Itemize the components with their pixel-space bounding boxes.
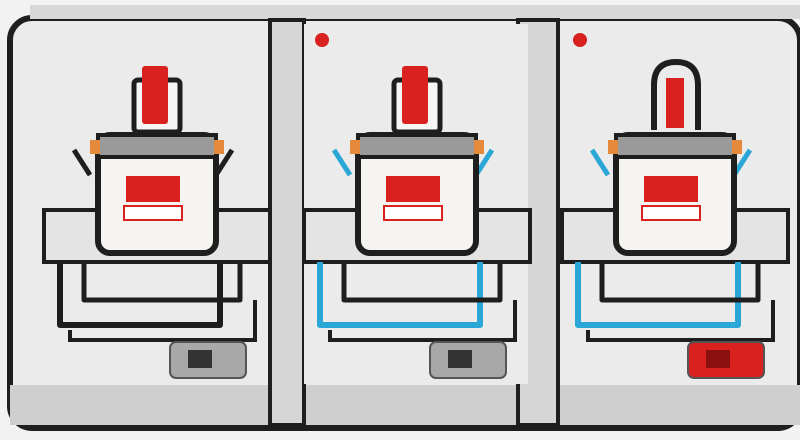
- bottle-clip-right: [732, 140, 742, 154]
- divider-1: [268, 18, 306, 427]
- hose-base: [586, 300, 775, 342]
- indicator-light-icon: [315, 33, 329, 47]
- label-strip: [641, 205, 701, 221]
- label-red-block: [644, 176, 698, 202]
- hose-left-arm: [331, 148, 353, 177]
- hose-middle: [599, 262, 761, 303]
- bottle-collar: [614, 133, 736, 159]
- floor-strip: [10, 385, 800, 425]
- battery-terminal: [448, 350, 472, 368]
- bottle-clip-left: [608, 140, 618, 154]
- bottle-collar: [356, 133, 478, 159]
- hose-left-arm: [71, 148, 93, 177]
- label-red-block: [126, 176, 180, 202]
- hose-lower: [575, 262, 741, 328]
- hose-left-arm: [589, 148, 611, 177]
- hose-base: [328, 300, 517, 342]
- cap-red: [402, 66, 428, 124]
- hose-lower: [57, 262, 223, 328]
- cap-red: [142, 66, 168, 124]
- cap-insert: [666, 78, 684, 128]
- label-strip: [383, 205, 443, 221]
- hose-middle: [81, 262, 243, 303]
- bottle-clip-right: [214, 140, 224, 154]
- label-red-block: [386, 176, 440, 202]
- hose-base: [68, 300, 257, 342]
- bottle-clip-right: [474, 140, 484, 154]
- unit-1: [42, 24, 272, 384]
- battery-terminal: [706, 350, 730, 368]
- hose-middle: [341, 262, 503, 303]
- bottle-clip-left: [90, 140, 100, 154]
- battery-terminal: [188, 350, 212, 368]
- bottle-collar: [96, 133, 218, 159]
- cap-loop: [651, 58, 701, 130]
- indicator-light-icon: [573, 33, 587, 47]
- bottle-clip-left: [350, 140, 360, 154]
- top-rail: [30, 5, 800, 19]
- unit-3: [560, 24, 790, 384]
- label-strip: [123, 205, 183, 221]
- unit-2: [302, 24, 532, 384]
- hose-lower: [317, 262, 483, 328]
